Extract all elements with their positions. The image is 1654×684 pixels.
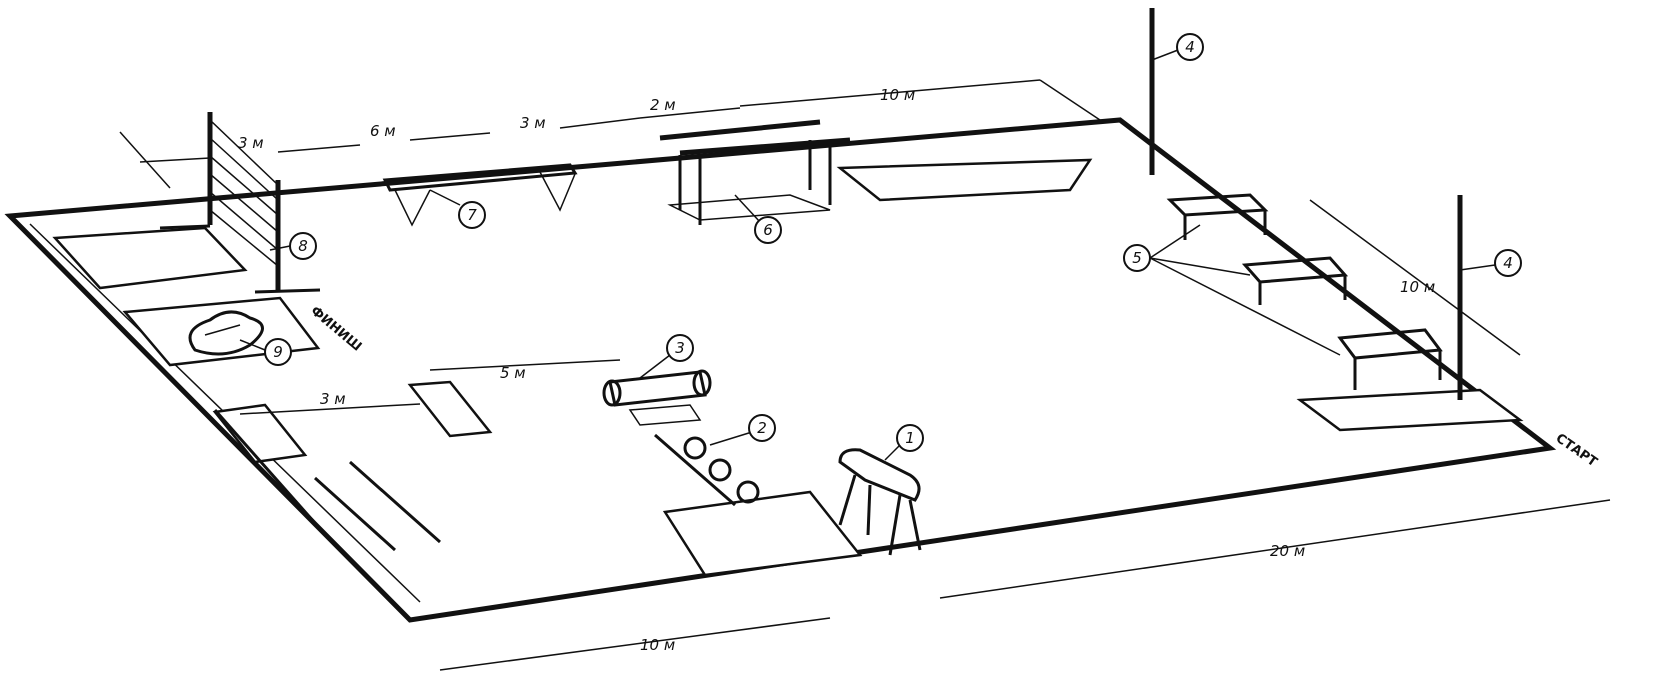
- mat-bench-right: [1296, 388, 1524, 432]
- rolled-log-3: [602, 369, 712, 426]
- svg-text:7: 7: [467, 206, 477, 224]
- marker-7: 7: [458, 201, 486, 229]
- svg-text:6: 6: [763, 221, 773, 239]
- svg-text:8: 8: [298, 237, 308, 255]
- svg-text:4: 4: [1185, 38, 1195, 56]
- dimension-lines: [119, 79, 1611, 671]
- marker-2: 2: [748, 414, 776, 442]
- svg-text:1: 1: [905, 429, 915, 447]
- mat-vault: [662, 490, 863, 577]
- dim-3m-left: 3 м: [238, 134, 264, 152]
- dim-10m-bottom: 10 м: [640, 636, 675, 654]
- mat-left-small: [212, 403, 308, 464]
- marker-5: 5: [1123, 244, 1151, 272]
- finish-line-2: [313, 476, 397, 552]
- dim-5m: 5 м: [500, 364, 526, 382]
- marker-4-top: 4: [1176, 33, 1204, 61]
- marker-9: 9: [264, 338, 292, 366]
- dim-6m: 6 м: [370, 122, 396, 140]
- box-5c: [1337, 328, 1443, 390]
- marker-4-right: 4: [1494, 249, 1522, 277]
- balance-beam-7: [382, 163, 578, 227]
- dim-20m: 20 м: [1270, 542, 1305, 560]
- stepping-stones-2: [654, 433, 760, 507]
- mat-center: [407, 380, 493, 438]
- marker-6: 6: [754, 216, 782, 244]
- svg-text:5: 5: [1132, 249, 1142, 267]
- marker-3: 3: [666, 334, 694, 362]
- marker-8: 8: [289, 232, 317, 260]
- svg-text:3: 3: [675, 339, 685, 357]
- dim-2m: 2 м: [650, 96, 676, 114]
- box-5b: [1241, 256, 1349, 305]
- start-label: СТАРТ: [1553, 431, 1600, 470]
- finish-line-1: [213, 409, 332, 541]
- hurdle-frame-8: [159, 112, 321, 294]
- vaulting-horse-1: [838, 448, 922, 556]
- tire-9: [188, 310, 264, 356]
- mat-top-right: [836, 158, 1093, 202]
- dim-10m-top: 10 м: [880, 86, 915, 104]
- parallel-bars-6: [659, 119, 851, 225]
- svg-text:2: 2: [757, 419, 767, 437]
- dim-3m-mid: 3 м: [520, 114, 546, 132]
- dim-3m-lower: 3 м: [320, 390, 346, 408]
- course-boundary: [4, 117, 1557, 623]
- marker-1: 1: [896, 424, 924, 452]
- dim-10m-right: 10 м: [1400, 278, 1435, 296]
- finish-line-3: [349, 460, 441, 544]
- svg-text:4: 4: [1503, 254, 1513, 272]
- mat-top-left: [52, 226, 248, 290]
- svg-text:9: 9: [273, 343, 283, 361]
- box-5a: [1166, 193, 1269, 240]
